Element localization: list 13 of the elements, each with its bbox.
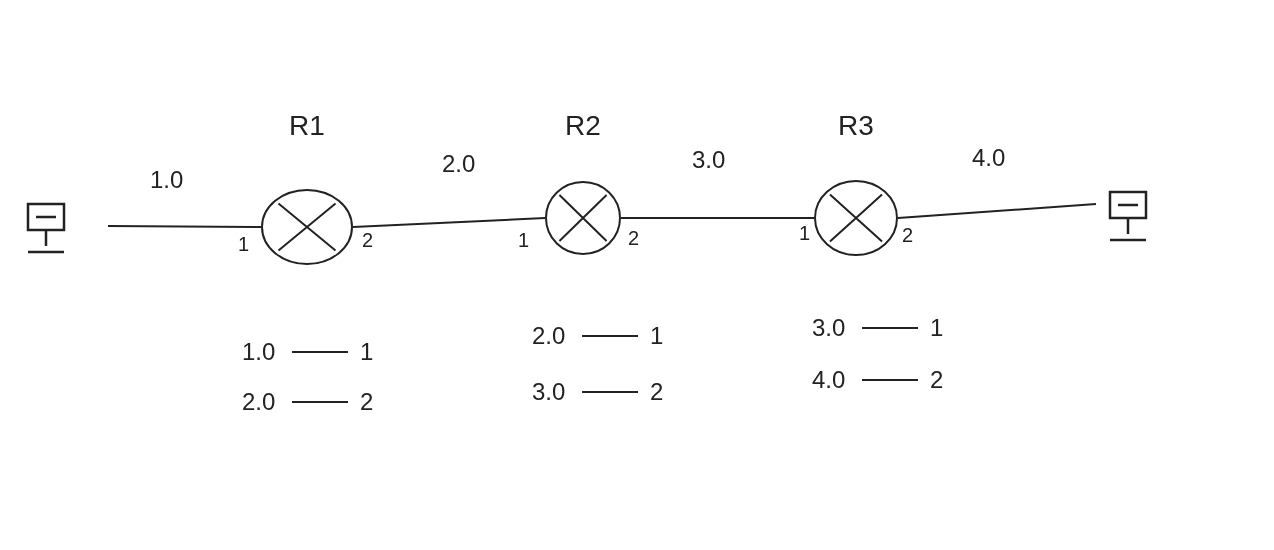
port-number: 1 <box>517 228 531 253</box>
port-number: 1 <box>798 221 812 246</box>
port-number: 1 <box>237 232 251 257</box>
port-number: 2 <box>627 226 641 251</box>
link-line <box>107 225 262 228</box>
router-name: R1 <box>288 112 326 140</box>
router-name: R2 <box>564 112 602 140</box>
link-line <box>352 217 546 228</box>
link-line <box>897 203 1097 219</box>
router-name: R3 <box>837 112 875 140</box>
link-line <box>620 217 815 219</box>
port-number: 2 <box>901 223 915 248</box>
port-number: 2 <box>361 228 375 253</box>
